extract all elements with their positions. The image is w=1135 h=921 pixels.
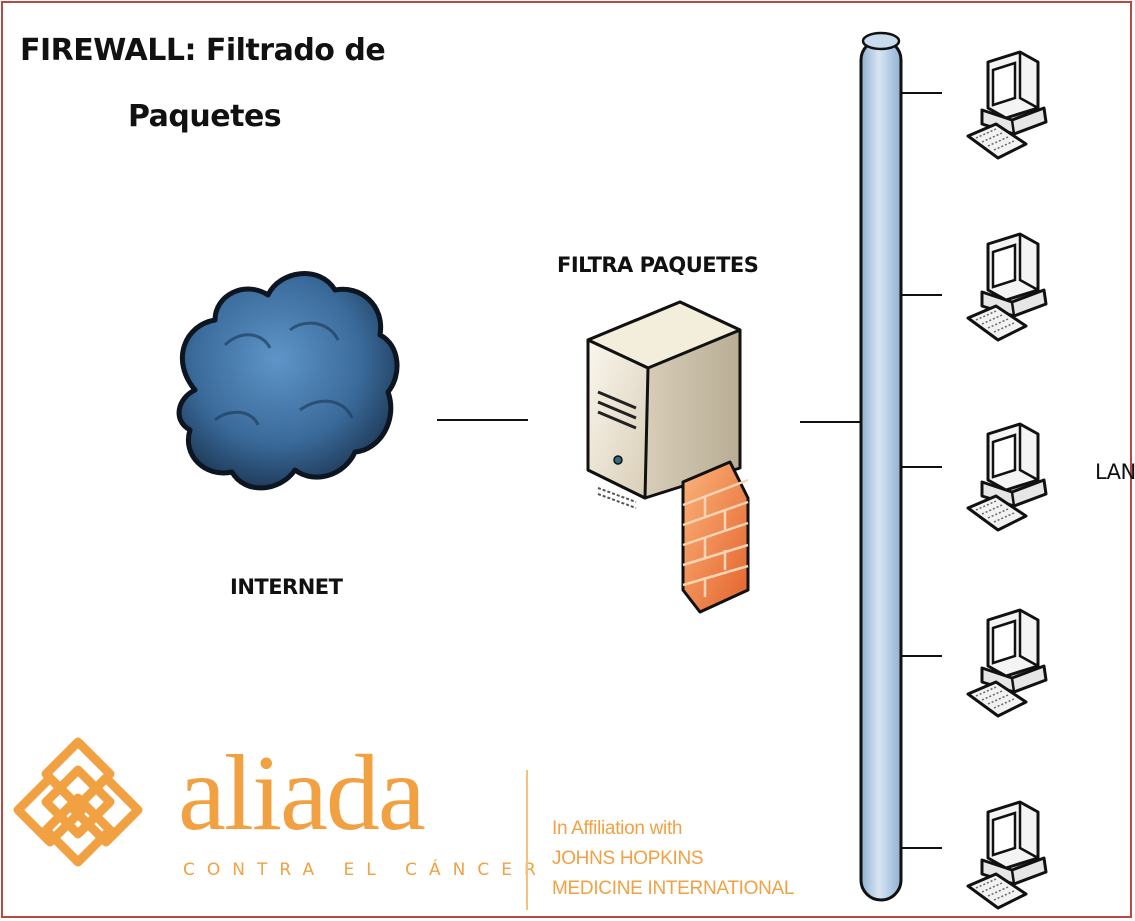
internet-cloud-icon	[176, 271, 400, 491]
workstation-5-icon	[966, 800, 1048, 910]
firewall-brick-icon	[681, 460, 750, 614]
lan-label: LAN	[1095, 460, 1135, 484]
lan-branches	[901, 92, 942, 849]
title-line-2: Paquetes	[128, 99, 282, 134]
workstation-3-icon	[966, 422, 1048, 532]
lan-bus	[859, 31, 903, 902]
logo-divider	[526, 770, 528, 910]
aliada-logo-icon	[13, 737, 143, 867]
internet-label: INTERNET	[230, 575, 343, 599]
firewall-server-icon	[586, 300, 742, 509]
title-line-1: FIREWALL: Filtrado de	[20, 33, 386, 68]
affiliation-line-3: MEDICINE INTERNATIONAL	[552, 878, 795, 899]
aliada-wordmark: aliada	[178, 734, 426, 853]
workstation-2-icon	[966, 232, 1048, 342]
firewall-label: FILTRA PAQUETES	[557, 253, 759, 277]
affiliation-line-2: JOHNS HOPKINS	[552, 848, 704, 869]
affiliation-line-1: In Affiliation with	[552, 818, 683, 839]
workstation-4-icon	[966, 608, 1048, 718]
workstation-1-icon	[966, 50, 1048, 160]
aliada-tagline: CONTRA EL CÁNCER	[183, 860, 548, 880]
